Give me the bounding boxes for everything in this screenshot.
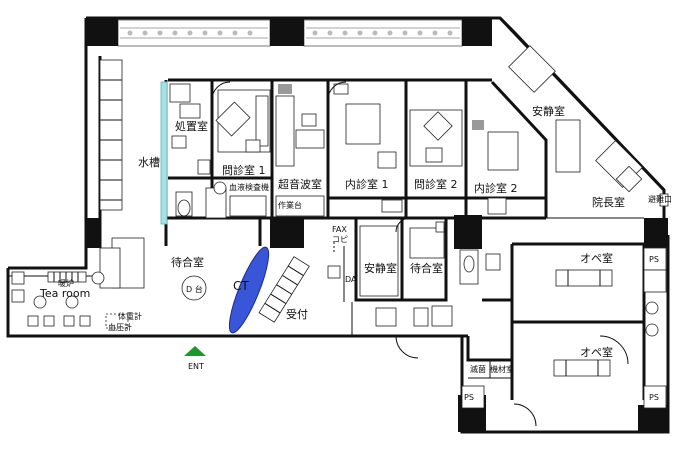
label-entrance: ENT: [188, 362, 204, 371]
label-exam1: 問診室 1: [222, 163, 266, 177]
label-water-tank: 水槽: [138, 156, 160, 169]
label-equipment-room: 機材室: [490, 364, 514, 374]
room-labels: 処置室 水槽 問診室 1 血液検査機 超音波室 作業台 内診室 1 問診室 2 …: [39, 104, 672, 402]
label-treatment: 処置室: [175, 119, 208, 133]
label-or1: オペ室: [580, 251, 613, 265]
ct-scanner: [228, 246, 270, 334]
label-d-table: D 台: [186, 284, 203, 294]
label-ps2: PS: [649, 393, 659, 402]
label-scale: 体重計: [118, 311, 142, 321]
label-fax: FAX: [332, 225, 347, 234]
label-internal1: 内診室 1: [345, 177, 389, 191]
entrance-marker: [184, 346, 206, 356]
label-ct: CT: [233, 279, 249, 293]
label-copy: コピ: [332, 235, 348, 244]
label-waiting-main: 待合室: [171, 255, 204, 269]
label-ps1: PS: [649, 255, 659, 264]
label-sterile: 滅菌: [470, 364, 486, 374]
label-workbench: 作業台: [278, 200, 302, 210]
label-ps3: PS: [464, 393, 474, 402]
label-waiting-mid: 待合室: [410, 261, 443, 275]
label-evacuation: 避難口: [648, 194, 672, 204]
window-strips: [117, 19, 463, 47]
label-bp-meter: 血圧計: [108, 322, 132, 332]
label-tea-room: Tea room: [39, 287, 90, 300]
label-heater: 暖炉: [58, 278, 74, 288]
water-tank: [160, 81, 168, 225]
label-reception: 受付: [286, 308, 308, 321]
label-blood-test: 血液検査機: [229, 182, 269, 192]
label-director: 院長室: [592, 195, 625, 209]
label-recovery-top: 安静室: [532, 104, 565, 118]
pillars: [86, 18, 668, 432]
furniture: [11, 45, 669, 427]
label-recovery-mid: 安静室: [364, 261, 397, 275]
label-ultrasound: 超音波室: [278, 177, 322, 191]
label-da: DA: [345, 275, 357, 284]
label-or2: オペ室: [580, 345, 613, 359]
label-internal2: 内診室 2: [474, 181, 518, 195]
label-exam2: 問診室 2: [414, 177, 458, 191]
